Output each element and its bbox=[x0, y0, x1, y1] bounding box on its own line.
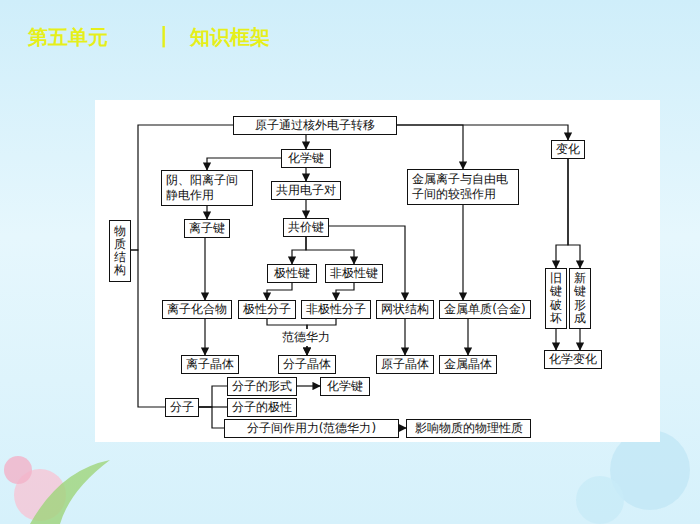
node-text: 分子的极性 bbox=[232, 400, 292, 415]
connector-arrow bbox=[467, 319, 468, 355]
vertical-box: 物质结构 bbox=[109, 220, 131, 282]
connector-arrow bbox=[206, 206, 207, 219]
node-text: 化学变化 bbox=[549, 352, 597, 367]
connector-arrow bbox=[297, 385, 320, 386]
decor-leaf bbox=[30, 460, 110, 524]
node-text: 化学键 bbox=[288, 151, 324, 166]
node-text: 变化 bbox=[556, 142, 580, 157]
node-text: 极性分子 bbox=[243, 302, 291, 317]
concept-box: 金属晶体 bbox=[439, 355, 497, 374]
node-text: 分子晶体 bbox=[283, 357, 331, 372]
node-text: 非极性键 bbox=[330, 266, 378, 281]
concept-box: 分子的极性 bbox=[227, 398, 297, 417]
connector-arrow bbox=[204, 319, 205, 355]
connector-arrow bbox=[555, 329, 556, 350]
concept-box: 非极性分子 bbox=[301, 300, 371, 319]
concept-box: 变化 bbox=[551, 140, 585, 159]
node-text: 分子 bbox=[170, 400, 194, 415]
concept-box: 离子化合物 bbox=[162, 300, 232, 319]
concept-box: 分子 bbox=[165, 398, 199, 417]
connector-arrow bbox=[199, 407, 224, 428]
concept-box: 共用电子对 bbox=[271, 181, 341, 200]
node-text: 原子通过核外电子转移 bbox=[255, 118, 375, 133]
node-text: 分子的形式 bbox=[232, 379, 292, 394]
node-text: 金属单质(合金) bbox=[444, 302, 525, 317]
concept-box: 离子晶体 bbox=[181, 355, 239, 374]
node-text: 旧键破坏 bbox=[550, 272, 562, 325]
heading-text: 知识框架 bbox=[190, 24, 270, 51]
connector-arrow bbox=[556, 159, 568, 268]
node-text: 非极性分子 bbox=[306, 302, 366, 317]
slide-title: 第五单元 bbox=[28, 24, 108, 51]
concept-box: 原子通过核外电子转移 bbox=[233, 116, 397, 135]
connector-arrow bbox=[292, 237, 306, 264]
node-text: 共价键 bbox=[288, 220, 324, 235]
concept-box: 金属离子与自由电子间的较强作用 bbox=[407, 169, 519, 205]
concept-box: 化学变化 bbox=[544, 350, 602, 369]
connector-arrow bbox=[462, 205, 463, 300]
concept-box: 极性键 bbox=[267, 264, 317, 283]
concept-box: 化学键 bbox=[281, 149, 331, 168]
connector-arrow bbox=[579, 329, 580, 350]
line-label: 范德华力 bbox=[281, 329, 331, 346]
node-text: 共用电子对 bbox=[276, 183, 336, 198]
connector-arrow bbox=[267, 283, 292, 300]
concept-box: 非极性键 bbox=[325, 264, 383, 283]
concept-box: 阴、阳离子间静电作用 bbox=[161, 170, 253, 206]
connector-arrow bbox=[131, 250, 165, 407]
concept-box: 离子键 bbox=[184, 219, 230, 238]
concept-box: 共价键 bbox=[283, 218, 329, 237]
vertical-box: 旧键破坏 bbox=[545, 268, 567, 329]
connector-arrow bbox=[305, 135, 306, 149]
connector-arrow bbox=[568, 159, 580, 268]
connector-arrow bbox=[399, 427, 406, 428]
node-text: 物质结构 bbox=[114, 225, 126, 278]
node-text: 网状结构 bbox=[381, 302, 429, 317]
concept-box: 分子间作用力(范德华力) bbox=[224, 419, 399, 438]
node-text: 新键形成 bbox=[574, 272, 586, 325]
decor-circle bbox=[576, 476, 624, 524]
node-text: 离子键 bbox=[189, 221, 225, 236]
connector-arrow bbox=[305, 200, 306, 218]
connector-arrow bbox=[199, 386, 227, 407]
concept-box: 影响物质的物理性质 bbox=[406, 419, 531, 438]
concept-box: 网状结构 bbox=[376, 300, 434, 319]
node-text: 金属晶体 bbox=[444, 357, 492, 372]
connector-arrow bbox=[397, 125, 568, 140]
concept-box: 原子晶体 bbox=[376, 355, 434, 374]
vertical-box: 新键形成 bbox=[569, 268, 591, 329]
connector-arrow bbox=[336, 283, 354, 300]
concept-box: 分子的形式 bbox=[227, 377, 297, 396]
heading-text: | bbox=[160, 22, 168, 47]
node-text: 极性键 bbox=[274, 266, 310, 281]
connector-arrow bbox=[204, 238, 205, 300]
connector-arrow bbox=[305, 168, 306, 181]
concept-box: 金属单质(合金) bbox=[439, 300, 531, 319]
node-text: 原子晶体 bbox=[381, 357, 429, 372]
concept-box: 极性分子 bbox=[238, 300, 296, 319]
node-text: 分子间作用力(范德华力) bbox=[247, 421, 376, 436]
node-text: 离子化合物 bbox=[167, 302, 227, 317]
connector-arrow bbox=[404, 319, 405, 355]
connector-arrow bbox=[207, 158, 281, 170]
concept-box: 分子晶体 bbox=[278, 355, 336, 374]
node-text: 阴、阳离子间静电作用 bbox=[166, 173, 248, 203]
connector-arrow bbox=[397, 125, 463, 169]
connector-arrow bbox=[306, 237, 354, 264]
node-text: 金属离子与自由电子间的较强作用 bbox=[412, 172, 514, 202]
connector-arrow bbox=[329, 226, 405, 300]
node-text: 化学键 bbox=[327, 379, 363, 394]
concept-box: 化学键 bbox=[320, 377, 370, 396]
node-text: 离子晶体 bbox=[186, 357, 234, 372]
decor-flower bbox=[4, 456, 32, 484]
node-text: 影响物质的物理性质 bbox=[415, 421, 523, 436]
